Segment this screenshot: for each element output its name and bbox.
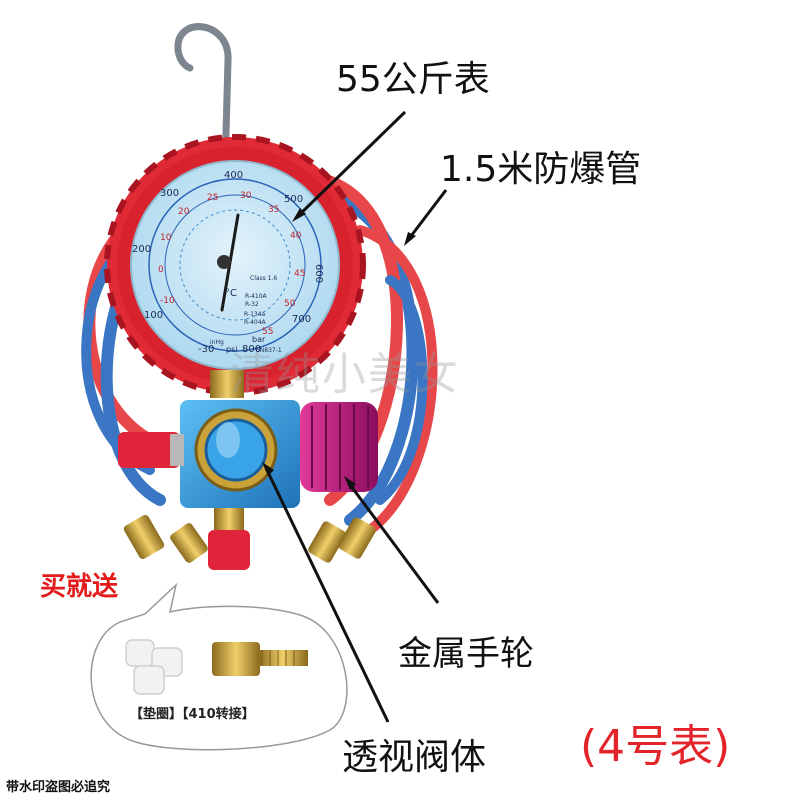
needle-hub	[217, 255, 231, 269]
psi-label: -30	[198, 344, 214, 355]
refrigerant-text: R-32	[245, 301, 259, 308]
unit-psi: psi	[226, 345, 237, 354]
temp-label: 0	[158, 265, 164, 275]
psi-scale: -30 100 200 300 400 500 600 700 800	[132, 170, 324, 355]
model-caption: (4号表)	[580, 721, 731, 772]
watermark-text: 清纯小美女	[230, 349, 460, 400]
handwheel-arrow	[346, 481, 440, 604]
temp-label: 10	[160, 233, 172, 243]
bottom-red-cap	[208, 530, 250, 570]
footer-notice: 带水印盗图必追究	[6, 780, 111, 795]
celsius-text: °C	[225, 288, 237, 299]
psi-label: 600	[313, 264, 324, 283]
refrigerant-text: R-134a	[244, 311, 266, 318]
hose-caption: 1.5米防爆管	[440, 149, 642, 190]
valve-body-arrow	[264, 467, 390, 723]
temp-label: 35	[268, 205, 279, 215]
temp-scale: -10 0 10 20 25 30 35 40 45 50 55	[158, 191, 305, 337]
unit-bar: bar	[252, 335, 266, 344]
left-red-knob	[118, 432, 180, 468]
hanging-hook	[174, 23, 232, 174]
leader-arrows	[264, 110, 448, 723]
washers	[125, 639, 183, 695]
hose-arrow	[406, 189, 448, 241]
class-text: Class 1.6	[250, 275, 277, 282]
temp-label: 55	[262, 327, 273, 337]
psi-label: 800	[242, 344, 261, 355]
psi-label: 200	[132, 244, 151, 255]
gauge-arrow	[294, 110, 407, 220]
psi-label: 400	[224, 170, 243, 181]
gift-items-caption: 【垫圈】【410转接】	[130, 707, 255, 722]
gauge-dial	[130, 160, 340, 370]
valve-body-caption: 透视阀体	[342, 737, 487, 778]
adapter-fitting	[212, 642, 308, 676]
refrigerant-text: R-404A	[244, 319, 267, 326]
temp-label: 40	[290, 231, 302, 241]
temp-label: 25	[207, 193, 218, 203]
psi-label: 500	[284, 194, 303, 205]
temp-label: 50	[284, 299, 296, 309]
psi-label: 700	[292, 314, 311, 325]
unit-inhg: inHg	[210, 339, 224, 346]
dial-center-text: Class 1.6 °C R-410A R-32 R-134a R-404A b…	[210, 275, 282, 354]
refrigerant-text: R-410A	[245, 293, 268, 300]
temp-label: -10	[160, 296, 175, 306]
brass-fittings	[123, 515, 376, 563]
psi-label: 300	[160, 188, 179, 199]
psi-label: 100	[144, 310, 163, 321]
bottom-port	[214, 508, 244, 532]
standard-text: EN837-1	[256, 347, 282, 354]
gift-title: 买就送	[40, 572, 119, 602]
gauge-caption: 55公斤表	[336, 59, 490, 100]
gauge-stem	[210, 370, 244, 398]
handwheel-caption: 金属手轮	[398, 634, 534, 674]
temp-label: 45	[294, 269, 305, 279]
temp-label: 30	[240, 191, 252, 201]
temp-label: 20	[178, 207, 190, 217]
